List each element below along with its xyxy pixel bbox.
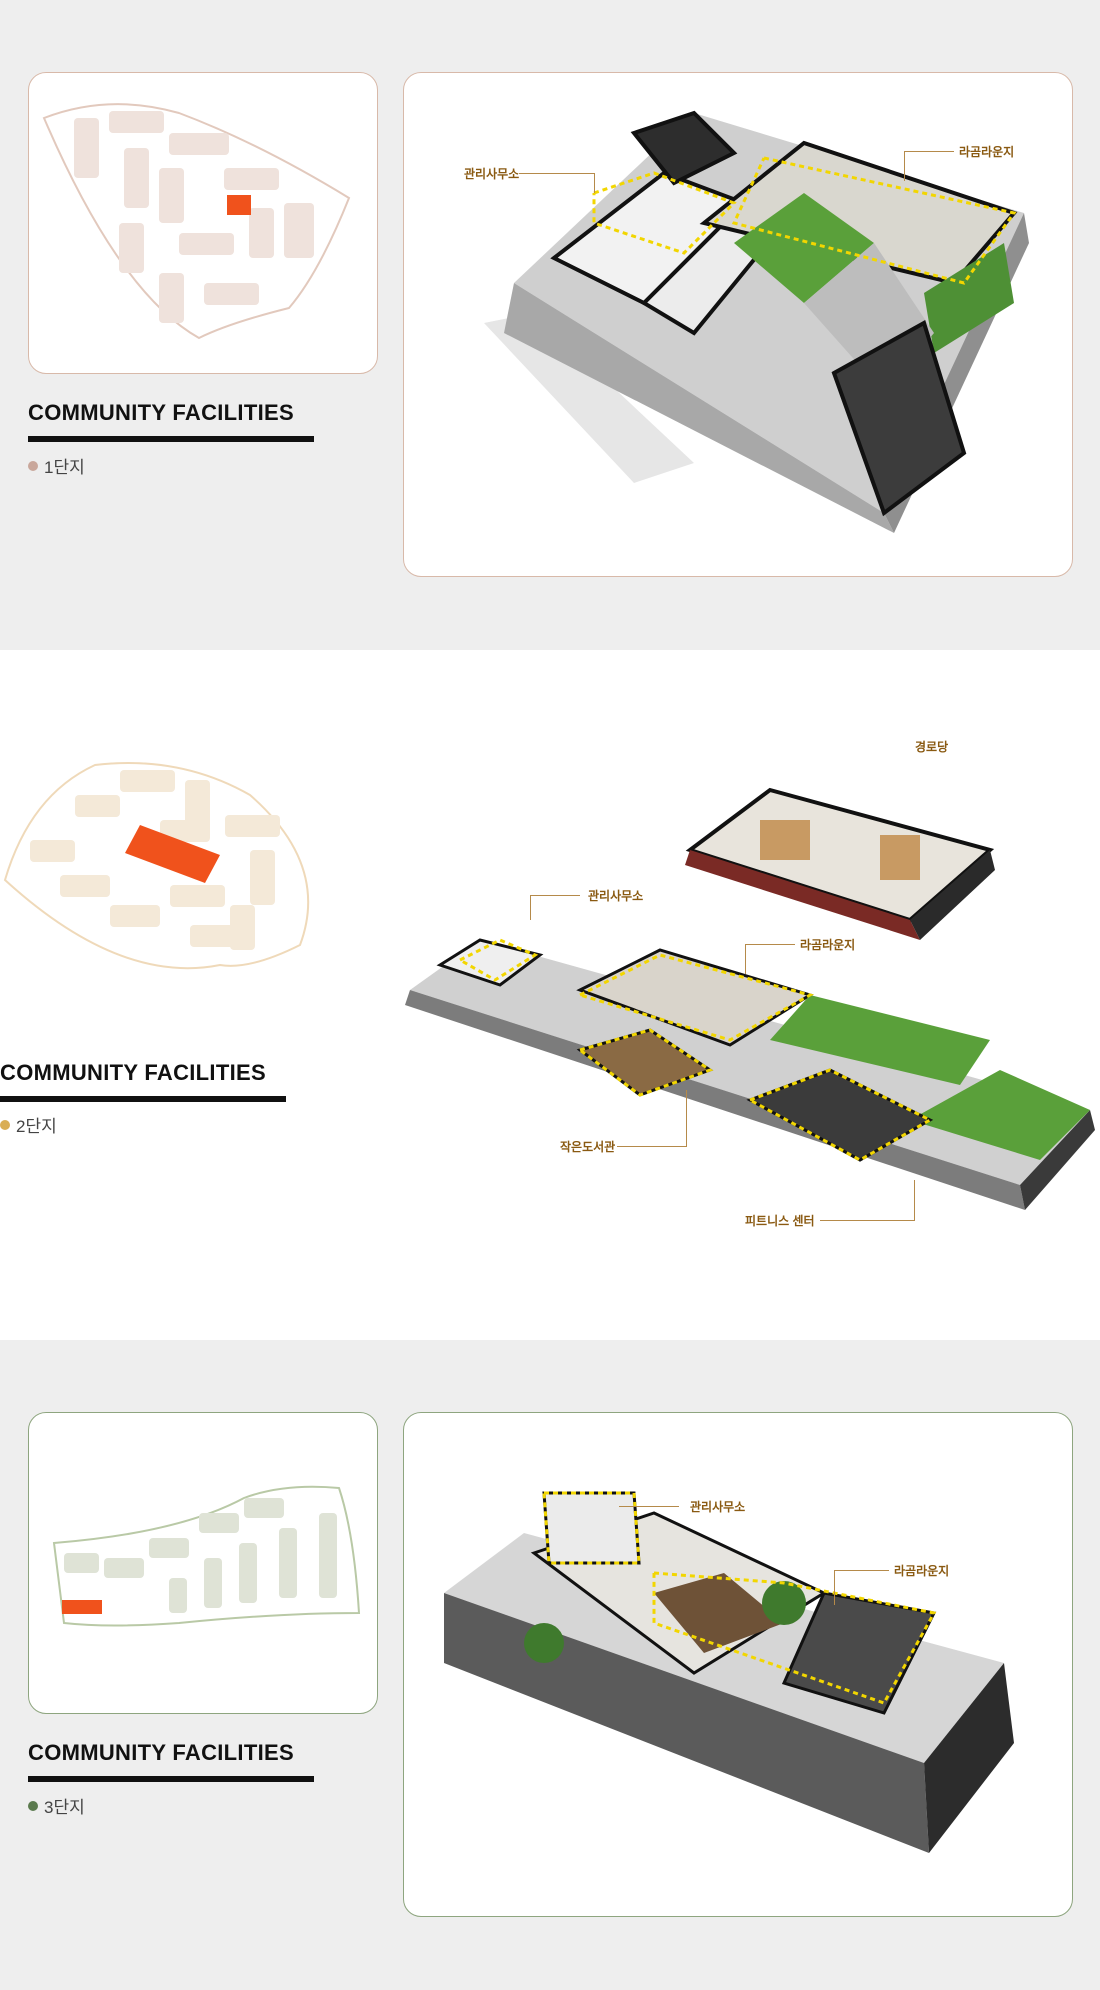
- callout-leader-library-v: [686, 1090, 687, 1146]
- site-buildings: [64, 1498, 337, 1613]
- section-heading: COMMUNITY FACILITIES: [28, 400, 294, 425]
- callout-lounge: 라곰라운지: [800, 938, 856, 952]
- section-complex-1: COMMUNITY FACILITIES 1단지 관리사: [0, 0, 1100, 650]
- callout-fitness: 피트니스 센터: [745, 1214, 815, 1228]
- site-boundary: [42, 103, 351, 340]
- complex-dot: [28, 460, 38, 471]
- community-facility-marker: [125, 825, 220, 883]
- heading-underline: [28, 1776, 314, 1782]
- section-complex-3: COMMUNITY FACILITIES 3단지 관리사무소 라곰라운지: [0, 1340, 1100, 1990]
- callout-office: 관리사무소: [464, 167, 520, 181]
- complex-label-row: 3단지: [28, 1793, 85, 1818]
- site-buildings: [30, 770, 280, 950]
- section-heading: COMMUNITY FACILITIES: [0, 1060, 266, 1085]
- callout-office: 관리사무소: [588, 889, 644, 903]
- callout-leader-lounge: [745, 944, 795, 945]
- callout-lounge: 라곰라운지: [959, 145, 1015, 159]
- callout-leader-office: [530, 895, 580, 896]
- site-map-card-1: [28, 72, 378, 374]
- callout-office: 관리사무소: [690, 1500, 746, 1514]
- floor-plan-2: [405, 787, 1095, 1210]
- heading-underline: [0, 1096, 286, 1102]
- site-map-3: [52, 1485, 361, 1627]
- floor-plan-1: [484, 110, 1029, 533]
- callout-lounge: 라곰라운지: [894, 1564, 950, 1578]
- callout-leader-lounge-v: [834, 1570, 835, 1605]
- site-map-1: [42, 103, 351, 340]
- callout-leader-fitness-v: [914, 1180, 915, 1220]
- heading-underline: [28, 436, 314, 442]
- complex-label: 3단지: [44, 1798, 85, 1817]
- complex-label-row: 1단지: [28, 453, 85, 478]
- callout-leader-office: [519, 173, 594, 174]
- site-map-2: [3, 762, 310, 970]
- section-complex-2: COMMUNITY FACILITIES 2단지 경로당 관리사무소 라곰라운지…: [0, 650, 1100, 1340]
- callout-senior-center: 경로당: [915, 740, 949, 754]
- complex-label: 2단지: [16, 1117, 57, 1136]
- floor-plan-card-1: 관리사무소 라곰라운지: [403, 72, 1073, 577]
- callout-leader-office: [619, 1506, 679, 1507]
- callout-leader-lounge-v: [904, 151, 905, 181]
- complex-label: 1단지: [44, 458, 85, 477]
- floor-plan-card-3: 관리사무소 라곰라운지: [403, 1412, 1073, 1917]
- complex-dot: [28, 1800, 38, 1811]
- section-heading: COMMUNITY FACILITIES: [28, 1740, 294, 1765]
- callout-leader-library: [617, 1146, 687, 1147]
- callout-leader-lounge: [834, 1570, 889, 1571]
- callout-leader-lounge: [904, 151, 954, 152]
- site-map-card-3: [28, 1412, 378, 1714]
- complex-label-row: 2단지: [0, 1112, 57, 1137]
- callout-leader-office-v: [530, 895, 531, 920]
- complex-dot: [0, 1119, 10, 1130]
- callout-leader-fitness: [820, 1220, 915, 1221]
- community-facility-marker: [227, 195, 251, 215]
- callout-leader-office-v: [594, 173, 595, 193]
- callout-library: 작은도서관: [560, 1140, 616, 1154]
- floor-plan-3: [444, 1491, 1014, 1853]
- callout-leader-lounge-v: [745, 944, 746, 974]
- community-facility-marker: [62, 1600, 102, 1614]
- site-buildings: [74, 111, 314, 323]
